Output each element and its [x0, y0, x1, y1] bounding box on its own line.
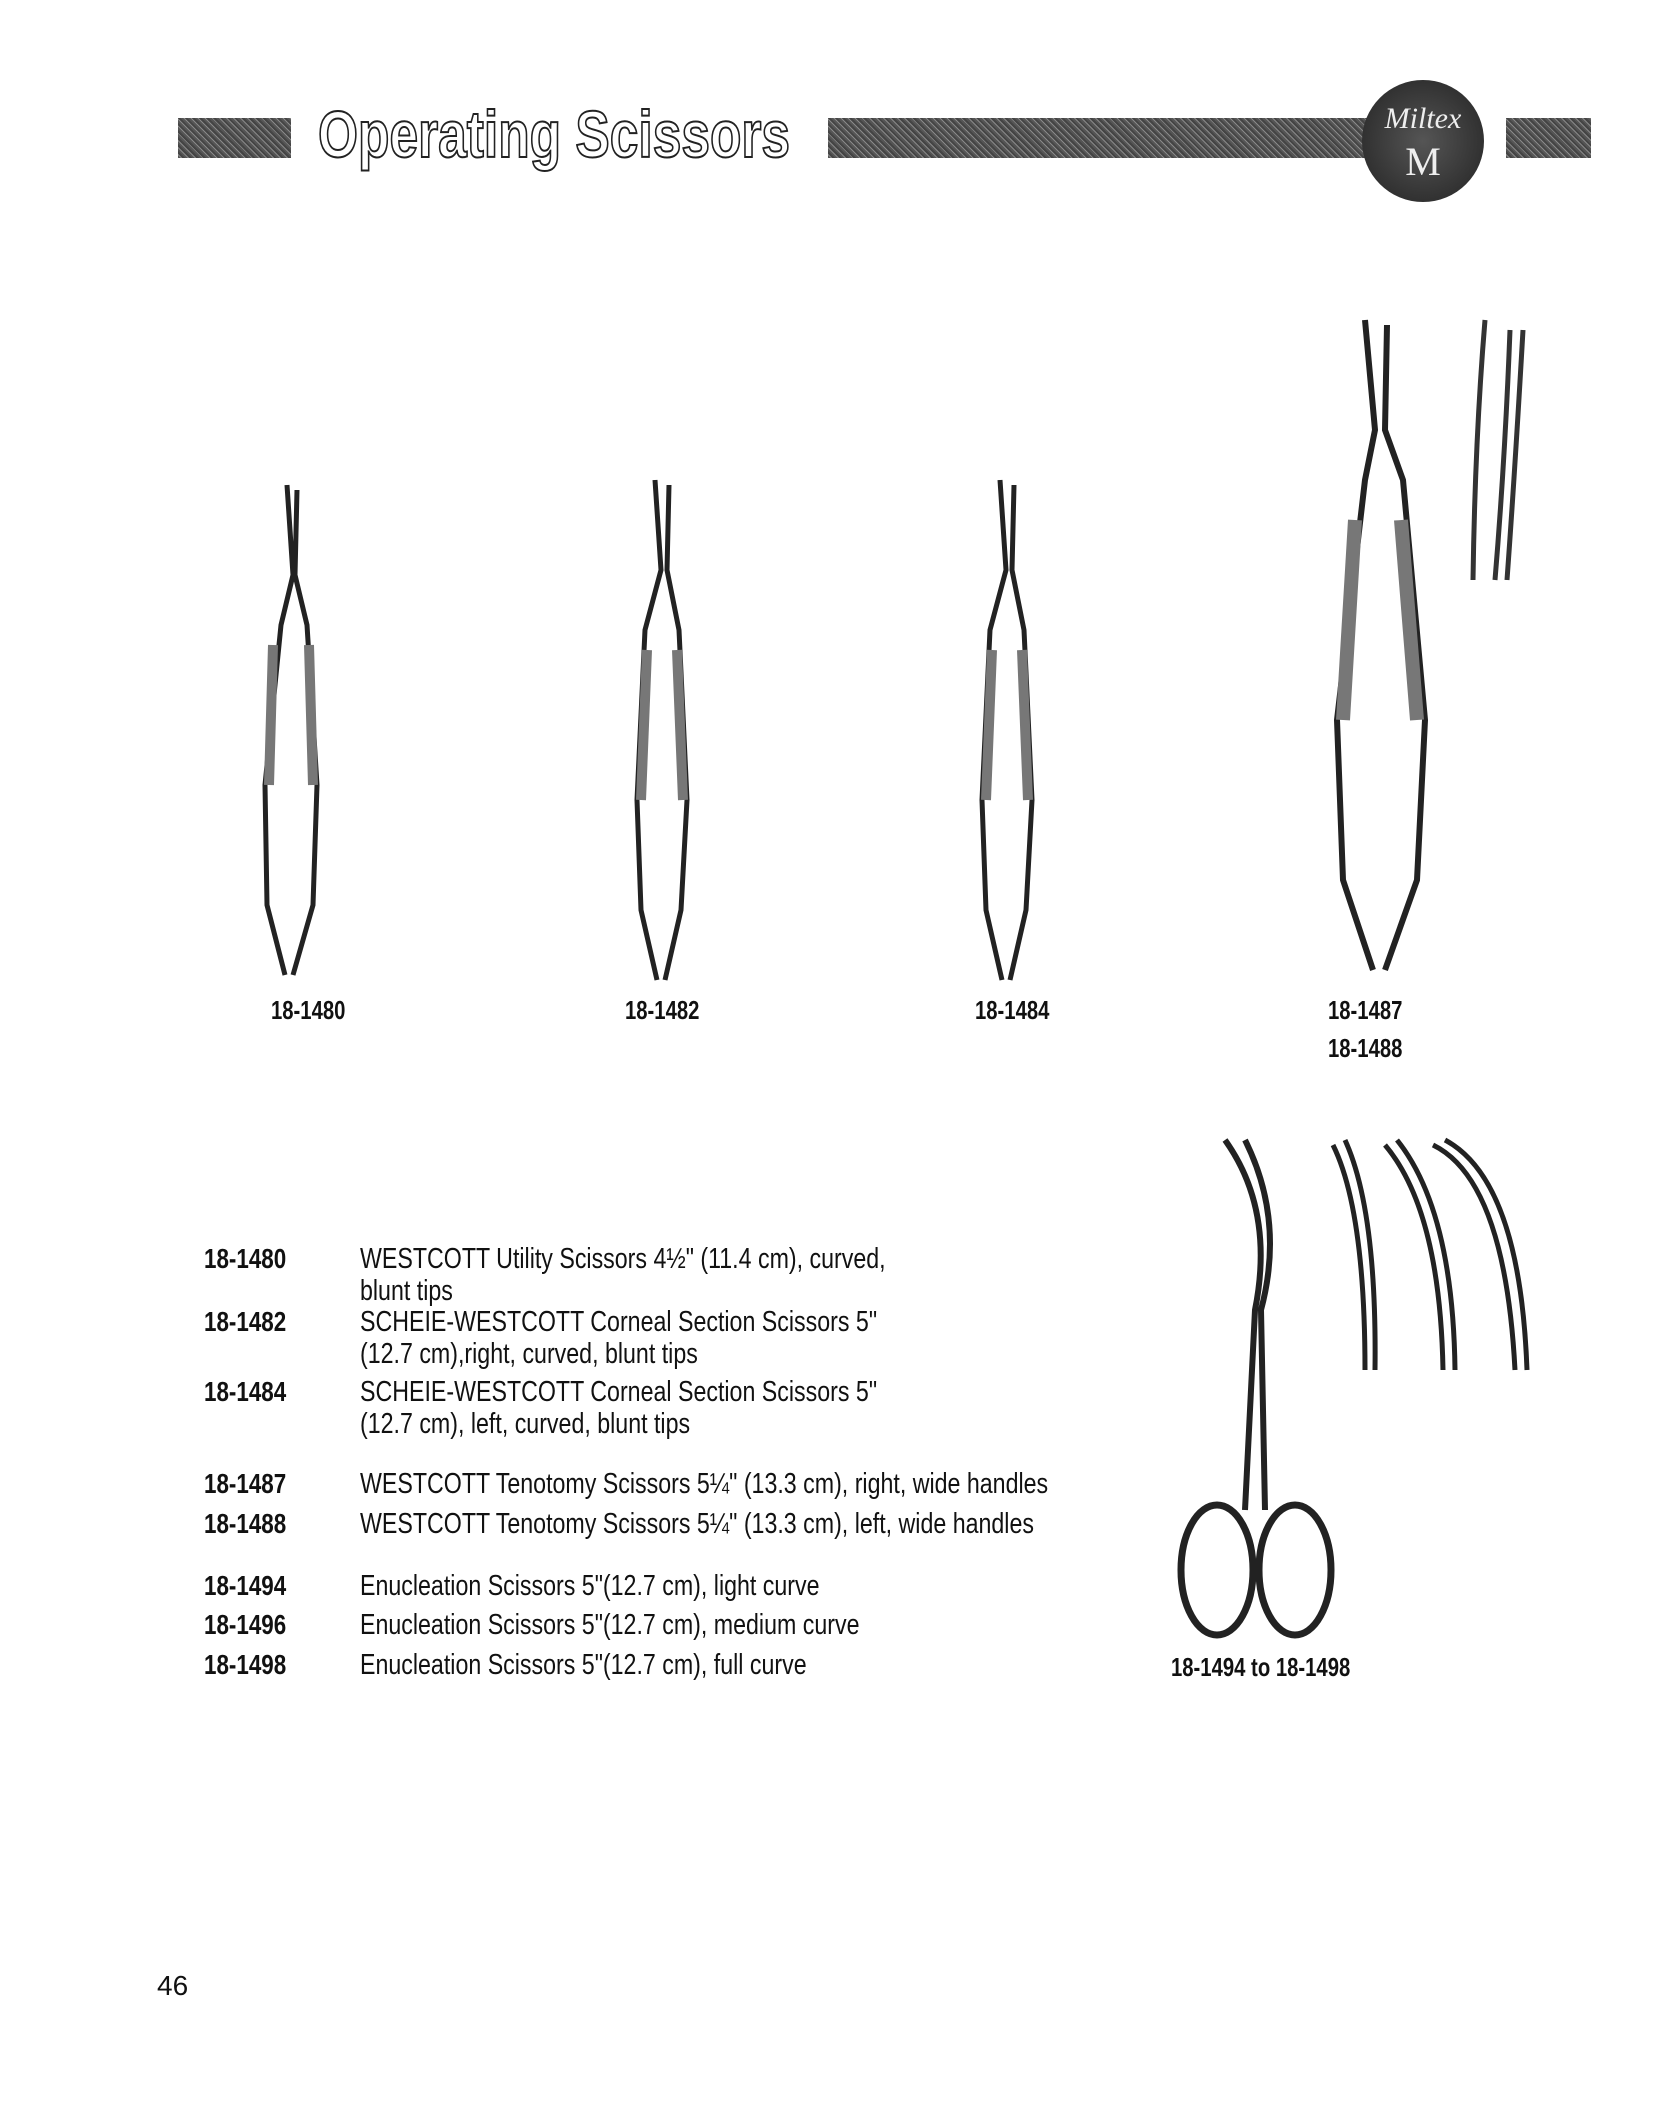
logo-text: Miltex [1384, 102, 1462, 135]
figure-label: 18-1488 [1328, 1033, 1403, 1063]
item-description: SCHEIE-WESTCOTT Corneal Section Scissors… [360, 1306, 878, 1370]
figure-label: 18-1480 [271, 995, 346, 1025]
page-title: Operating Scissors [317, 96, 791, 172]
miltex-logo: Miltex M [1362, 80, 1484, 202]
figure-label: 18-1494 to 18-1498 [1171, 1652, 1351, 1682]
item-code: 18-1487 [204, 1468, 287, 1499]
item-description: WESTCOTT Utility Scissors 4½" (11.4 cm),… [360, 1243, 886, 1307]
scissors-tip-detail [1470, 319, 1526, 581]
item-code: 18-1480 [204, 1243, 287, 1274]
item-code: 18-1496 [204, 1609, 287, 1640]
item-description: Enucleation Scissors 5"(12.7 cm), light … [360, 1570, 820, 1602]
item-description: Enucleation Scissors 5"(12.7 cm), full c… [360, 1649, 807, 1681]
item-code: 18-1498 [204, 1649, 287, 1680]
item-code: 18-1482 [204, 1306, 287, 1337]
scissors-illustration-18-1480 [262, 484, 320, 976]
figure-label: 18-1482 [625, 995, 700, 1025]
item-description: SCHEIE-WESTCOTT Corneal Section Scissors… [360, 1376, 878, 1440]
scissors-illustration-18-1482 [634, 479, 690, 981]
figure-label: 18-1484 [975, 995, 1050, 1025]
header-bar-left [178, 118, 291, 158]
header-bar-right [1506, 118, 1591, 158]
scissors-illustration-18-1494 [1177, 1137, 1530, 1639]
item-description: WESTCOTT Tenotomy Scissors 5¼" (13.3 cm)… [360, 1508, 1034, 1540]
scissors-illustration-18-1487 [1333, 319, 1429, 972]
item-code: 18-1484 [204, 1376, 287, 1407]
header-bar-middle [828, 118, 1375, 158]
item-code: 18-1494 [204, 1570, 287, 1601]
logo-letter: M [1405, 139, 1441, 184]
scissors-illustration-18-1484 [979, 479, 1035, 981]
figure-label: 18-1487 [1328, 995, 1403, 1025]
page-number: 46 [157, 1970, 189, 2001]
item-description: WESTCOTT Tenotomy Scissors 5¼" (13.3 cm)… [360, 1468, 1049, 1500]
item-code: 18-1488 [204, 1508, 287, 1539]
item-description: Enucleation Scissors 5"(12.7 cm), medium… [360, 1609, 860, 1641]
